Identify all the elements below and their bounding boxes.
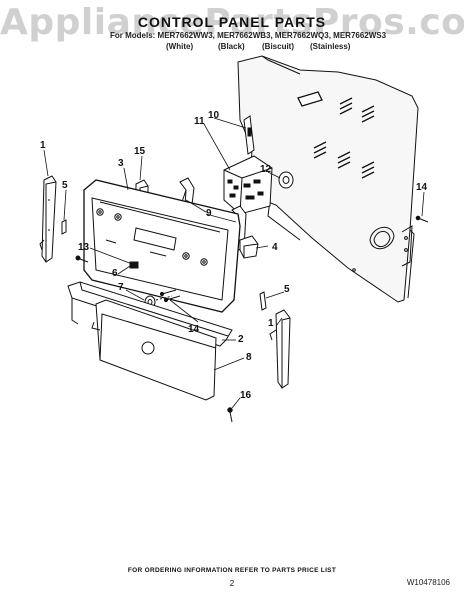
callout-9: 9 <box>206 208 212 219</box>
backguard-panel <box>237 55 419 303</box>
callout-5-right: 5 <box>284 284 290 295</box>
color-biscuit: (Biscuit) <box>262 42 294 51</box>
callout-10: 10 <box>208 110 220 121</box>
callout-12: 12 <box>260 164 272 175</box>
callout-4: 4 <box>272 242 278 253</box>
part-12-spacer <box>278 171 294 189</box>
part-14-screw-left <box>159 289 181 303</box>
callout-13: 13 <box>78 242 90 253</box>
part-11-control-board <box>223 155 273 215</box>
part-16-screw <box>227 407 233 423</box>
part-10-bracket <box>243 115 255 155</box>
page-title: CONTROL PANEL PARTS <box>137 14 327 30</box>
part-14-screw-right <box>415 215 429 223</box>
callout-15: 15 <box>134 146 146 157</box>
part-13-label <box>129 261 139 269</box>
callout-8: 8 <box>246 352 252 363</box>
page-number: 2 <box>229 579 235 588</box>
part-6-screw <box>75 255 89 263</box>
callout-1-left: 1 <box>40 140 46 151</box>
color-stainless: (Stainless) <box>310 42 351 51</box>
leader-lines <box>43 117 425 409</box>
callout-3: 3 <box>118 158 124 169</box>
models-line: For Models: MER7662WW3, MER7662WB3, MER7… <box>110 31 387 40</box>
part-4-switch <box>239 235 259 259</box>
part-1-endcap-right <box>269 309 291 389</box>
callout-2: 2 <box>238 334 244 345</box>
callout-14-left: 14 <box>188 324 200 335</box>
callout-14-right: 14 <box>416 182 428 193</box>
callout-6: 6 <box>112 268 118 279</box>
part-8-manifold-panel <box>91 299 217 401</box>
document-id: W10478106 <box>406 578 450 587</box>
callout-16: 16 <box>240 390 252 401</box>
part-5-clip-left <box>61 219 67 235</box>
color-white: (White) <box>166 42 194 51</box>
part-1-endcap-left <box>39 175 57 263</box>
ordering-footer: FOR ORDERING INFORMATION REFER TO PARTS … <box>127 567 337 574</box>
callout-11: 11 <box>194 116 205 127</box>
color-black: (Black) <box>218 42 245 51</box>
exploded-diagram: 1 5 3 15 13 6 7 14 10 11 12 9 4 14 5 1 2… <box>39 55 429 423</box>
callout-5-left: 5 <box>62 180 68 191</box>
part-5-clip-right <box>259 291 267 311</box>
part-3-control-panel <box>83 179 241 313</box>
callout-1-right: 1 <box>268 318 274 329</box>
callout-7: 7 <box>118 282 124 293</box>
